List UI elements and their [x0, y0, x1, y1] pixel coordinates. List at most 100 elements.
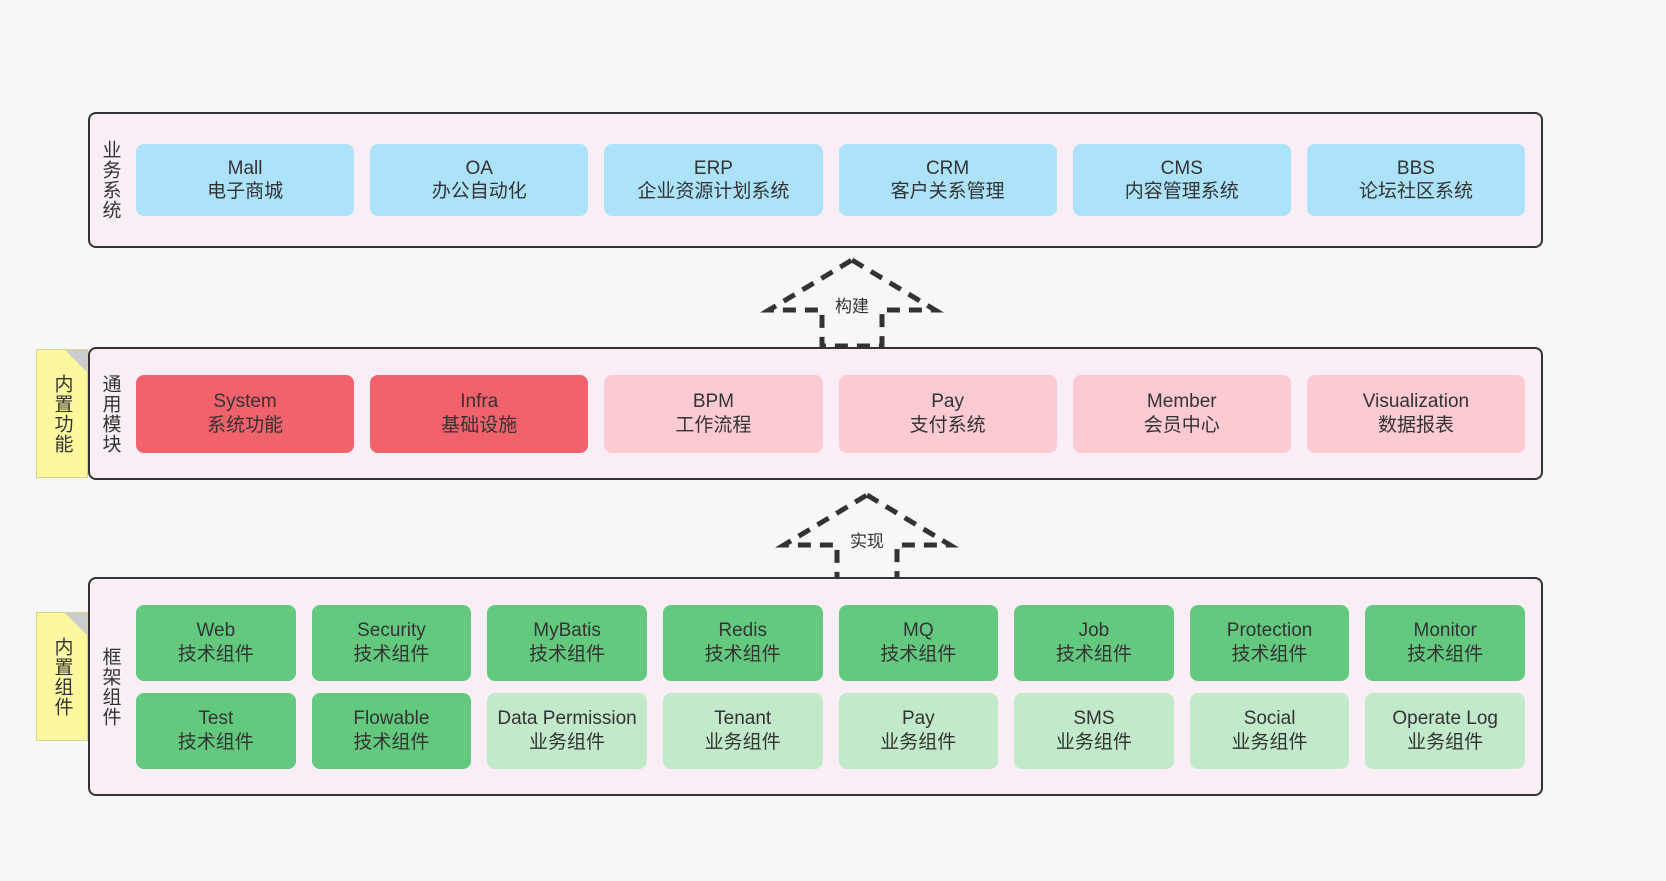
card-title-cn: 技术组件 [1407, 643, 1484, 665]
card-title-cn: 内容管理系统 [1124, 181, 1239, 202]
card-title-cn: 办公自动化 [431, 181, 527, 202]
card-title-cn: 工作流程 [675, 414, 752, 436]
card-title-cn: 技术组件 [1231, 643, 1308, 665]
card-title-cn: 技术组件 [880, 643, 957, 665]
card-title-cn: 业务组件 [880, 731, 957, 753]
card-title-en: Flowable [353, 708, 430, 730]
card-title-en: Pay [901, 708, 935, 730]
card-title-cn: 支付系统 [909, 414, 986, 436]
generalization-arrow-build: 构建 [757, 254, 947, 350]
card-title-en: CMS [1160, 157, 1203, 179]
card-title-cn: 技术组件 [353, 643, 430, 665]
card-title-en: Operate Log [1392, 708, 1498, 730]
card-title-cn: 技术组件 [177, 643, 254, 665]
card-title-en: Data Permission [497, 708, 637, 730]
generalization-arrow-realize: 实现 [772, 489, 962, 585]
card-title-cn: 基础设施 [441, 414, 518, 436]
card-title-en: MyBatis [533, 620, 601, 642]
card-title-en: Redis [718, 620, 767, 642]
note-tab-builtin-components: 内置组件 [36, 612, 88, 741]
card-title-en: System [213, 391, 277, 413]
card-title-en: Tenant [714, 708, 772, 730]
card-title-en: Job [1078, 620, 1110, 642]
card-title-en: ERP [693, 157, 733, 179]
card-title-en: CRM [925, 157, 970, 179]
card-title-cn: 业务组件 [1055, 731, 1132, 753]
card-title-cn: 企业资源计划系统 [637, 181, 790, 202]
card-title-en: Web [196, 620, 236, 642]
card-title-en: BBS [1396, 157, 1435, 179]
card-title-cn: 技术组件 [353, 731, 430, 753]
card-title-en: Test [198, 708, 234, 730]
card-title-en: Monitor [1413, 620, 1477, 642]
layer-business-system-title: 业务系统 [99, 140, 121, 220]
card-title-cn: 系统功能 [207, 414, 284, 436]
card-title-cn: 技术组件 [1055, 643, 1132, 665]
card-title-en: Protection [1226, 620, 1313, 642]
card-title-en: Member [1146, 391, 1217, 413]
card-title-en: OA [465, 157, 493, 179]
layer-framework-component-title: 框架组件 [99, 646, 121, 727]
card-title-cn: 技术组件 [529, 643, 606, 665]
card-title-cn: 业务组件 [1231, 731, 1308, 753]
card-title-en: Security [357, 620, 426, 642]
card-title-en: Social [1243, 708, 1296, 730]
card-title-en: MQ [903, 620, 934, 642]
card-title-cn: 业务组件 [529, 731, 606, 753]
card-title-en: Pay [931, 391, 964, 413]
note-tab-builtin-features: 内置功能 [36, 349, 88, 478]
card-title-en: Visualization [1362, 391, 1470, 413]
card-title-cn: 论坛社区系统 [1358, 181, 1473, 202]
card-title-cn: 电子商城 [207, 181, 284, 202]
card-title-en: Infra [460, 391, 499, 413]
card-title-cn: 会员中心 [1143, 414, 1220, 436]
card-title-cn: 业务组件 [1407, 731, 1484, 753]
card-title-en: SMS [1073, 708, 1115, 730]
card-title-en: BPM [692, 391, 735, 413]
card-title-cn: 数据报表 [1377, 414, 1454, 436]
card-title-cn: 技术组件 [177, 731, 254, 753]
card-title-cn: 业务组件 [704, 731, 781, 753]
card-title-cn: 技术组件 [704, 643, 781, 665]
card-title-en: Mall [227, 157, 263, 179]
card-title-cn: 客户关系管理 [890, 181, 1005, 202]
layer-common-module-title: 通用模块 [99, 373, 121, 454]
